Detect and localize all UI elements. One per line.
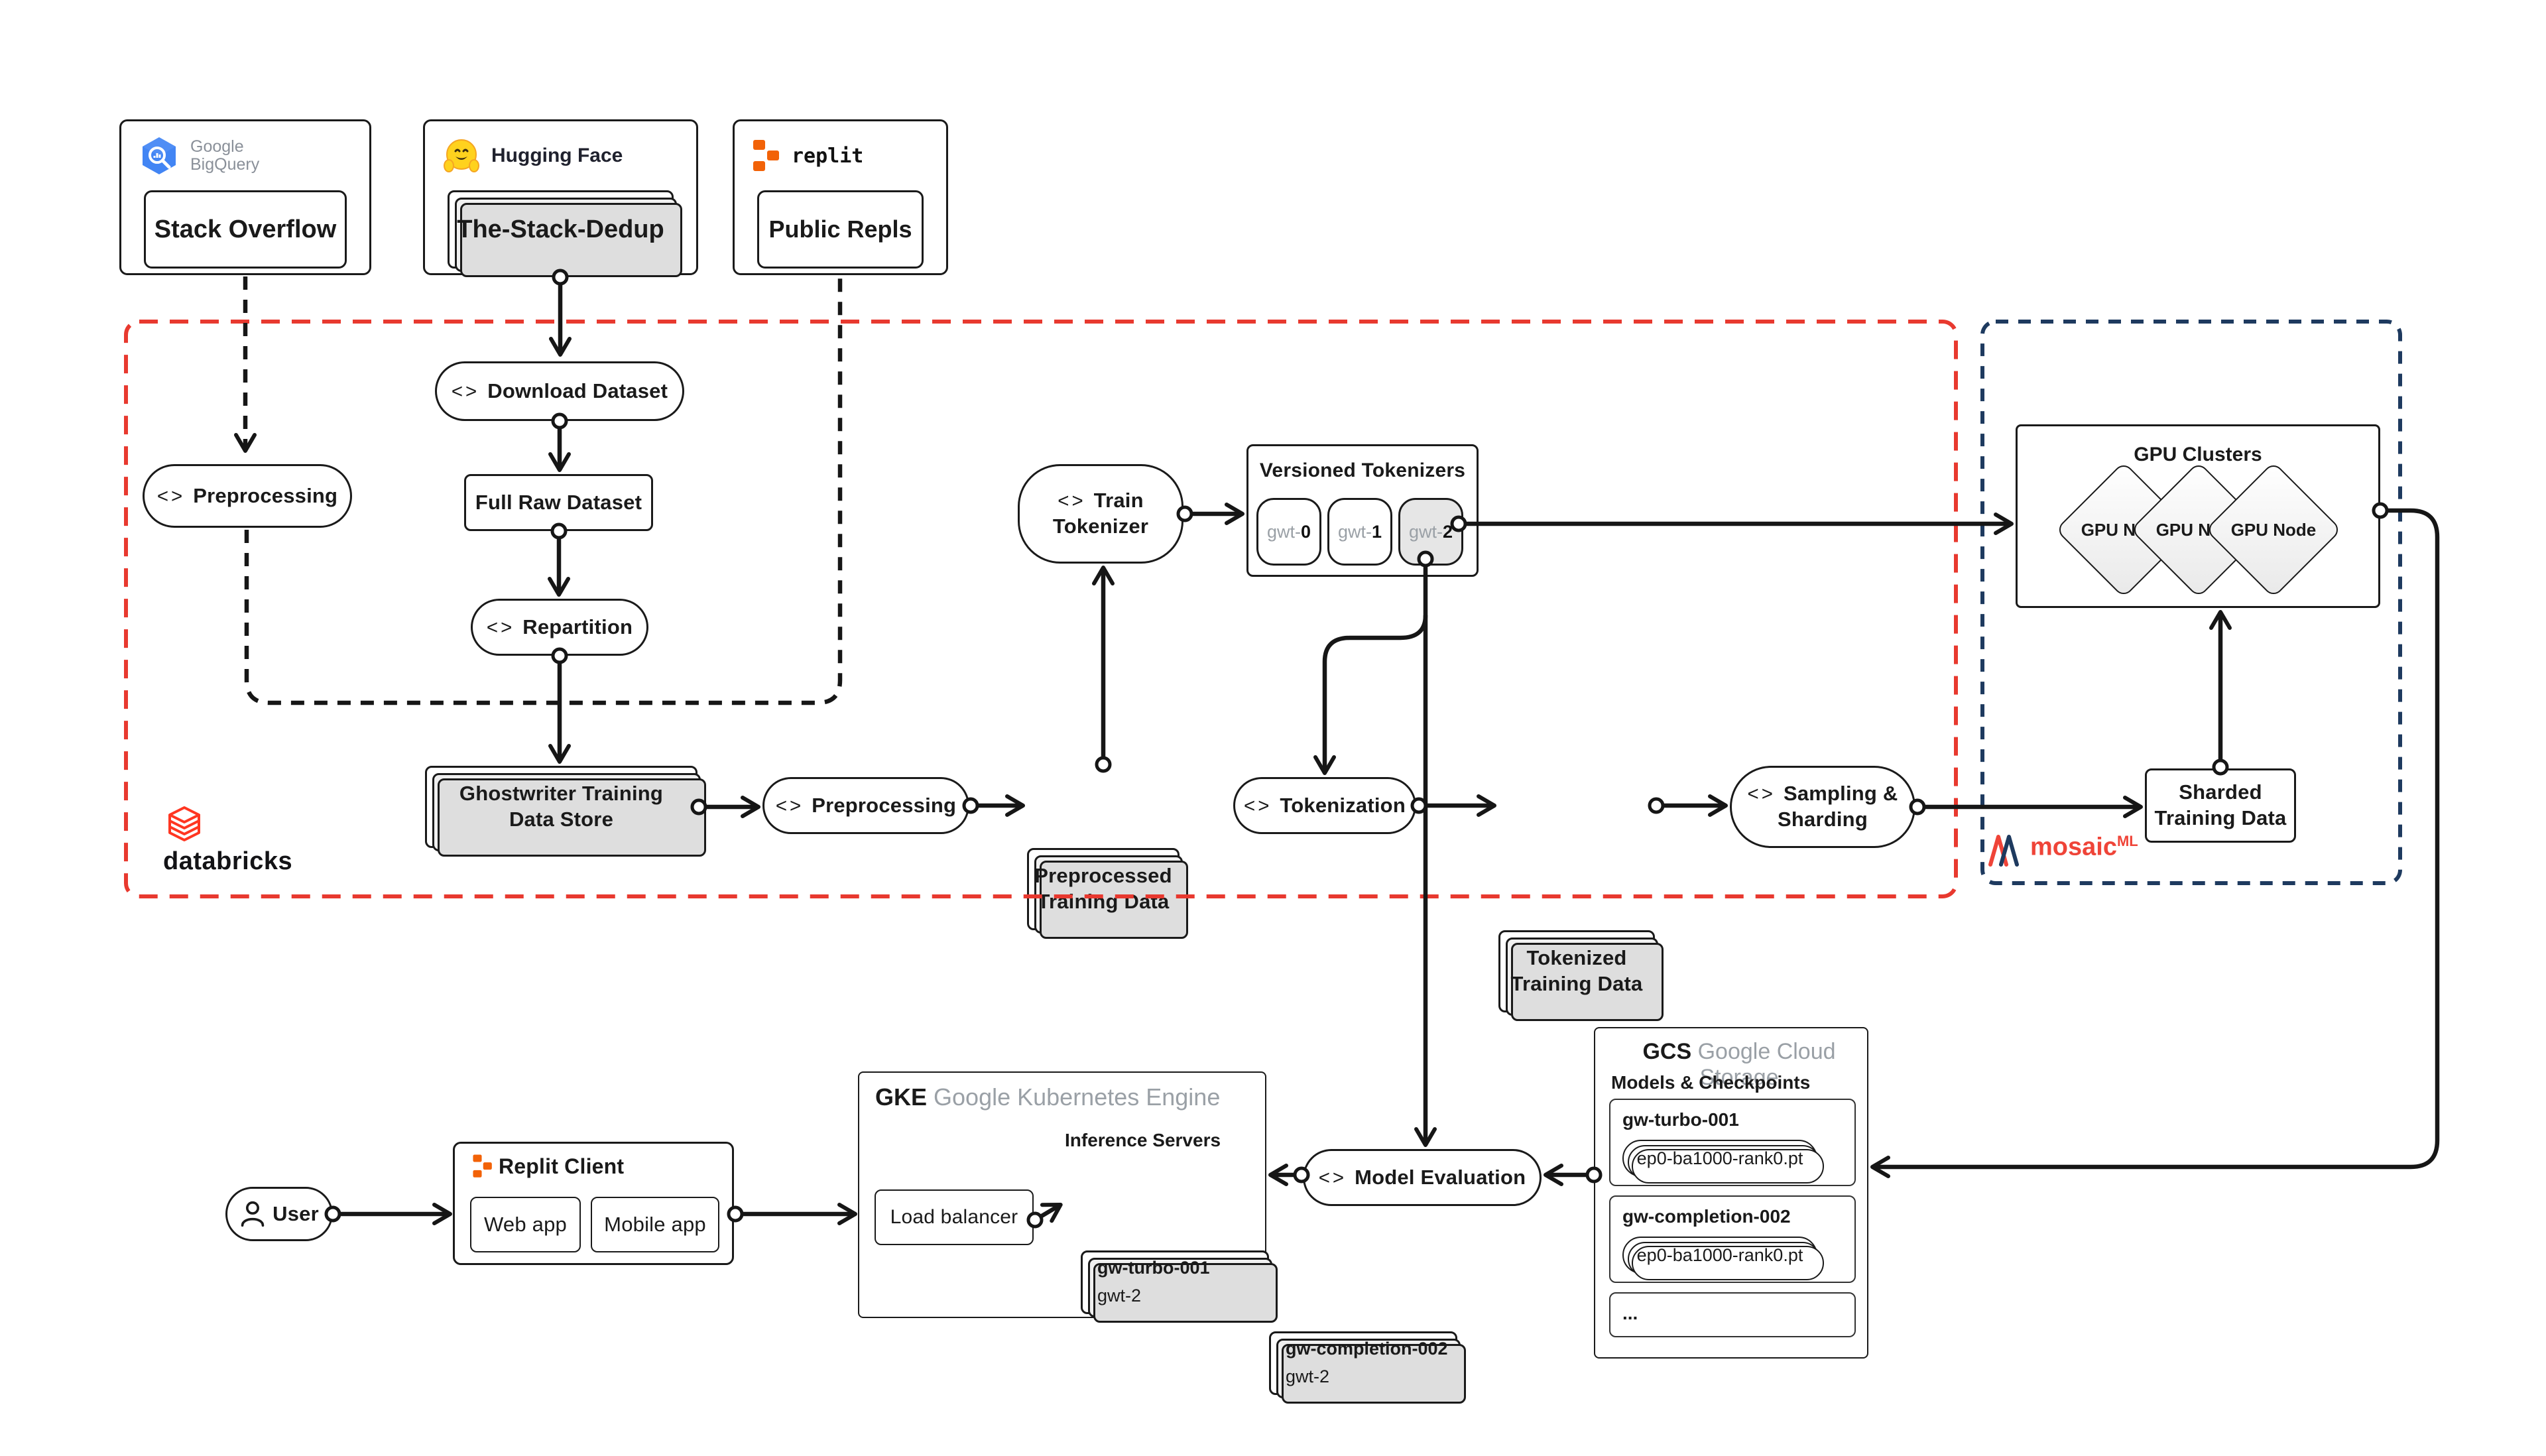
the-stack-dedup-node: The-Stack-Dedup [448, 190, 682, 277]
load-balancer-node: Load balancer [875, 1189, 1034, 1245]
gcs-entry-completion: gw-completion-002 ep0-ba1000-rank0.pt [1609, 1195, 1856, 1283]
sharded-data-label: Sharded Training Data [2154, 780, 2287, 829]
public-repls-label: Public Repls [768, 215, 912, 243]
mosaicml-logo: mosaicML [1986, 833, 2138, 867]
gcs-box: GCS Google Cloud Storage Models & Checkp… [1594, 1027, 1868, 1359]
tokenizer-chip-gwt-1: gwt-1 [1327, 498, 1392, 566]
gpu-clusters-title: GPU Clusters [2134, 444, 2262, 465]
ghostwriter-store-node: Ghostwriter Training Data Store [425, 766, 706, 857]
gcs-title: GCS Google Cloud Storage [1642, 1039, 1836, 1090]
tokenization-label: <>Tokenization [1244, 793, 1406, 817]
sampling-sharding-node: <>Sampling & Sharding [1730, 766, 1915, 848]
preprocessed-data-node: Preprocessed Training Data [1027, 848, 1188, 939]
versioned-tokenizers-box: Versioned Tokenizers gwt-0 gwt-1 gwt-2 [1246, 444, 1479, 577]
preprocessed-data-label: Preprocessed Training Data [1034, 864, 1172, 913]
models-checkpoints-label: Models & Checkpoints [1611, 1072, 1811, 1093]
preprocessing-mid-label: <>Preprocessing [775, 793, 957, 817]
sampling-sharding-label: <>Sampling & Sharding [1747, 782, 1898, 831]
tokenization-node: <>Tokenization [1233, 777, 1416, 834]
bigquery-source-box: Google BigQuery Stack Overflow [119, 119, 371, 275]
databricks-wordmark: databricks [163, 847, 293, 875]
user-icon [241, 1201, 265, 1227]
model-evaluation-label: <>Model Evaluation [1318, 1165, 1526, 1189]
inference-servers-label: Inference Servers [1065, 1130, 1221, 1150]
user-node: User [225, 1187, 333, 1241]
web-app-label: Web app [484, 1212, 567, 1236]
gpu-node-label-3: GPU Node [2231, 520, 2317, 540]
download-dataset-label: <>Download Dataset [451, 379, 668, 402]
the-stack-dedup-label: The-Stack-Dedup [457, 215, 664, 243]
gcs-entry-more-label: ... [1622, 1303, 1638, 1323]
repartition-label: <>Repartition [486, 615, 633, 638]
model-evaluation-node: <>Model Evaluation [1303, 1149, 1542, 1206]
gcs-entry-turbo-checkpoint: ep0-ba1000-rank0.pt [1622, 1140, 1824, 1183]
preprocessing-mid-node: <>Preprocessing [762, 777, 969, 834]
huggingface-source-box: Hugging Face The-Stack-Dedup [423, 119, 698, 277]
replit-client-box: Replit Client Web app Mobile app [453, 1142, 734, 1265]
mosaicml-wordmark: mosaicML [2030, 833, 2138, 861]
databricks-region-border [124, 320, 1958, 898]
mobile-app-node: Mobile app [591, 1197, 719, 1252]
preprocessing-left-node: <>Preprocessing [143, 464, 352, 528]
huggingface-brand: Hugging Face [491, 145, 623, 166]
ghostwriter-store-label: Ghostwriter Training Data Store [459, 782, 664, 831]
huggingface-icon [444, 139, 479, 172]
edge-gwt2-tokenization [1313, 615, 1428, 775]
gpu-clusters-content: GPU Clusters GPU Node GPU Node GPU Node [2059, 444, 2338, 595]
train-tokenizer-node: <>Train Tokenizer [1018, 464, 1183, 564]
gke-box: GKE Google Kubernetes Engine Inference S… [858, 1071, 1466, 1404]
web-app-node: Web app [470, 1197, 581, 1252]
public-repls-node: Public Repls [757, 190, 924, 269]
full-raw-dataset-node: Full Raw Dataset [464, 474, 653, 531]
mosaicml-icon [1988, 835, 2019, 867]
databricks-icon [168, 806, 200, 841]
gcs-entry-turbo: gw-turbo-001 ep0-ba1000-rank0.pt [1609, 1099, 1856, 1186]
mobile-app-label: Mobile app [604, 1212, 706, 1236]
gcs-entry-more: ... [1609, 1292, 1856, 1337]
replit-icon [753, 140, 779, 171]
gpu-clusters-box: GPU Clusters GPU Node GPU Node GPU Node [2016, 424, 2380, 608]
port-preprocessed-top [1095, 756, 1112, 773]
repartition-node: <>Repartition [471, 599, 648, 656]
bigquery-brand: Google BigQuery [190, 137, 260, 174]
load-balancer-label: Load balancer [890, 1206, 1018, 1229]
replit-client-title-row: Replit Client [472, 1153, 624, 1180]
replit-client-title: Replit Client [499, 1154, 625, 1178]
tokenized-data-node: Tokenized Training Data [1498, 930, 1664, 1021]
user-label: User [273, 1201, 319, 1225]
gke-title: GKE Google Kubernetes Engine [875, 1083, 1221, 1111]
tokenized-data-label: Tokenized Training Data [1510, 946, 1643, 995]
train-tokenizer-label: <>Train Tokenizer [1052, 489, 1149, 538]
bigquery-icon [143, 137, 176, 174]
gcs-entry-turbo-name: gw-turbo-001 [1622, 1109, 1739, 1130]
preprocessing-left-label: <>Preprocessing [156, 483, 338, 507]
gcs-entry-completion-name: gw-completion-002 [1622, 1206, 1791, 1227]
sharded-data-node: Sharded Training Data [2145, 768, 2296, 843]
tokenizer-chip-gwt-0: gwt-0 [1256, 498, 1321, 566]
databricks-logo: databricks [163, 805, 292, 876]
versioned-tokenizers-title: Versioned Tokenizers [1259, 459, 1466, 481]
port-tokenized [1648, 797, 1665, 814]
replit-brand: replit [792, 144, 864, 168]
replit-source-box: replit Public Repls [733, 119, 948, 275]
download-dataset-node: <>Download Dataset [435, 361, 684, 421]
gcs-entry-completion-checkpoint: ep0-ba1000-rank0.pt [1622, 1237, 1824, 1280]
stack-overflow-node: Stack Overflow [144, 190, 347, 269]
tokenizer-chip-gwt-2: gwt-2 [1398, 498, 1463, 566]
stack-overflow-label: Stack Overflow [154, 215, 337, 243]
full-raw-dataset-label: Full Raw Dataset [475, 490, 642, 514]
replit-client-icon [473, 1154, 492, 1178]
